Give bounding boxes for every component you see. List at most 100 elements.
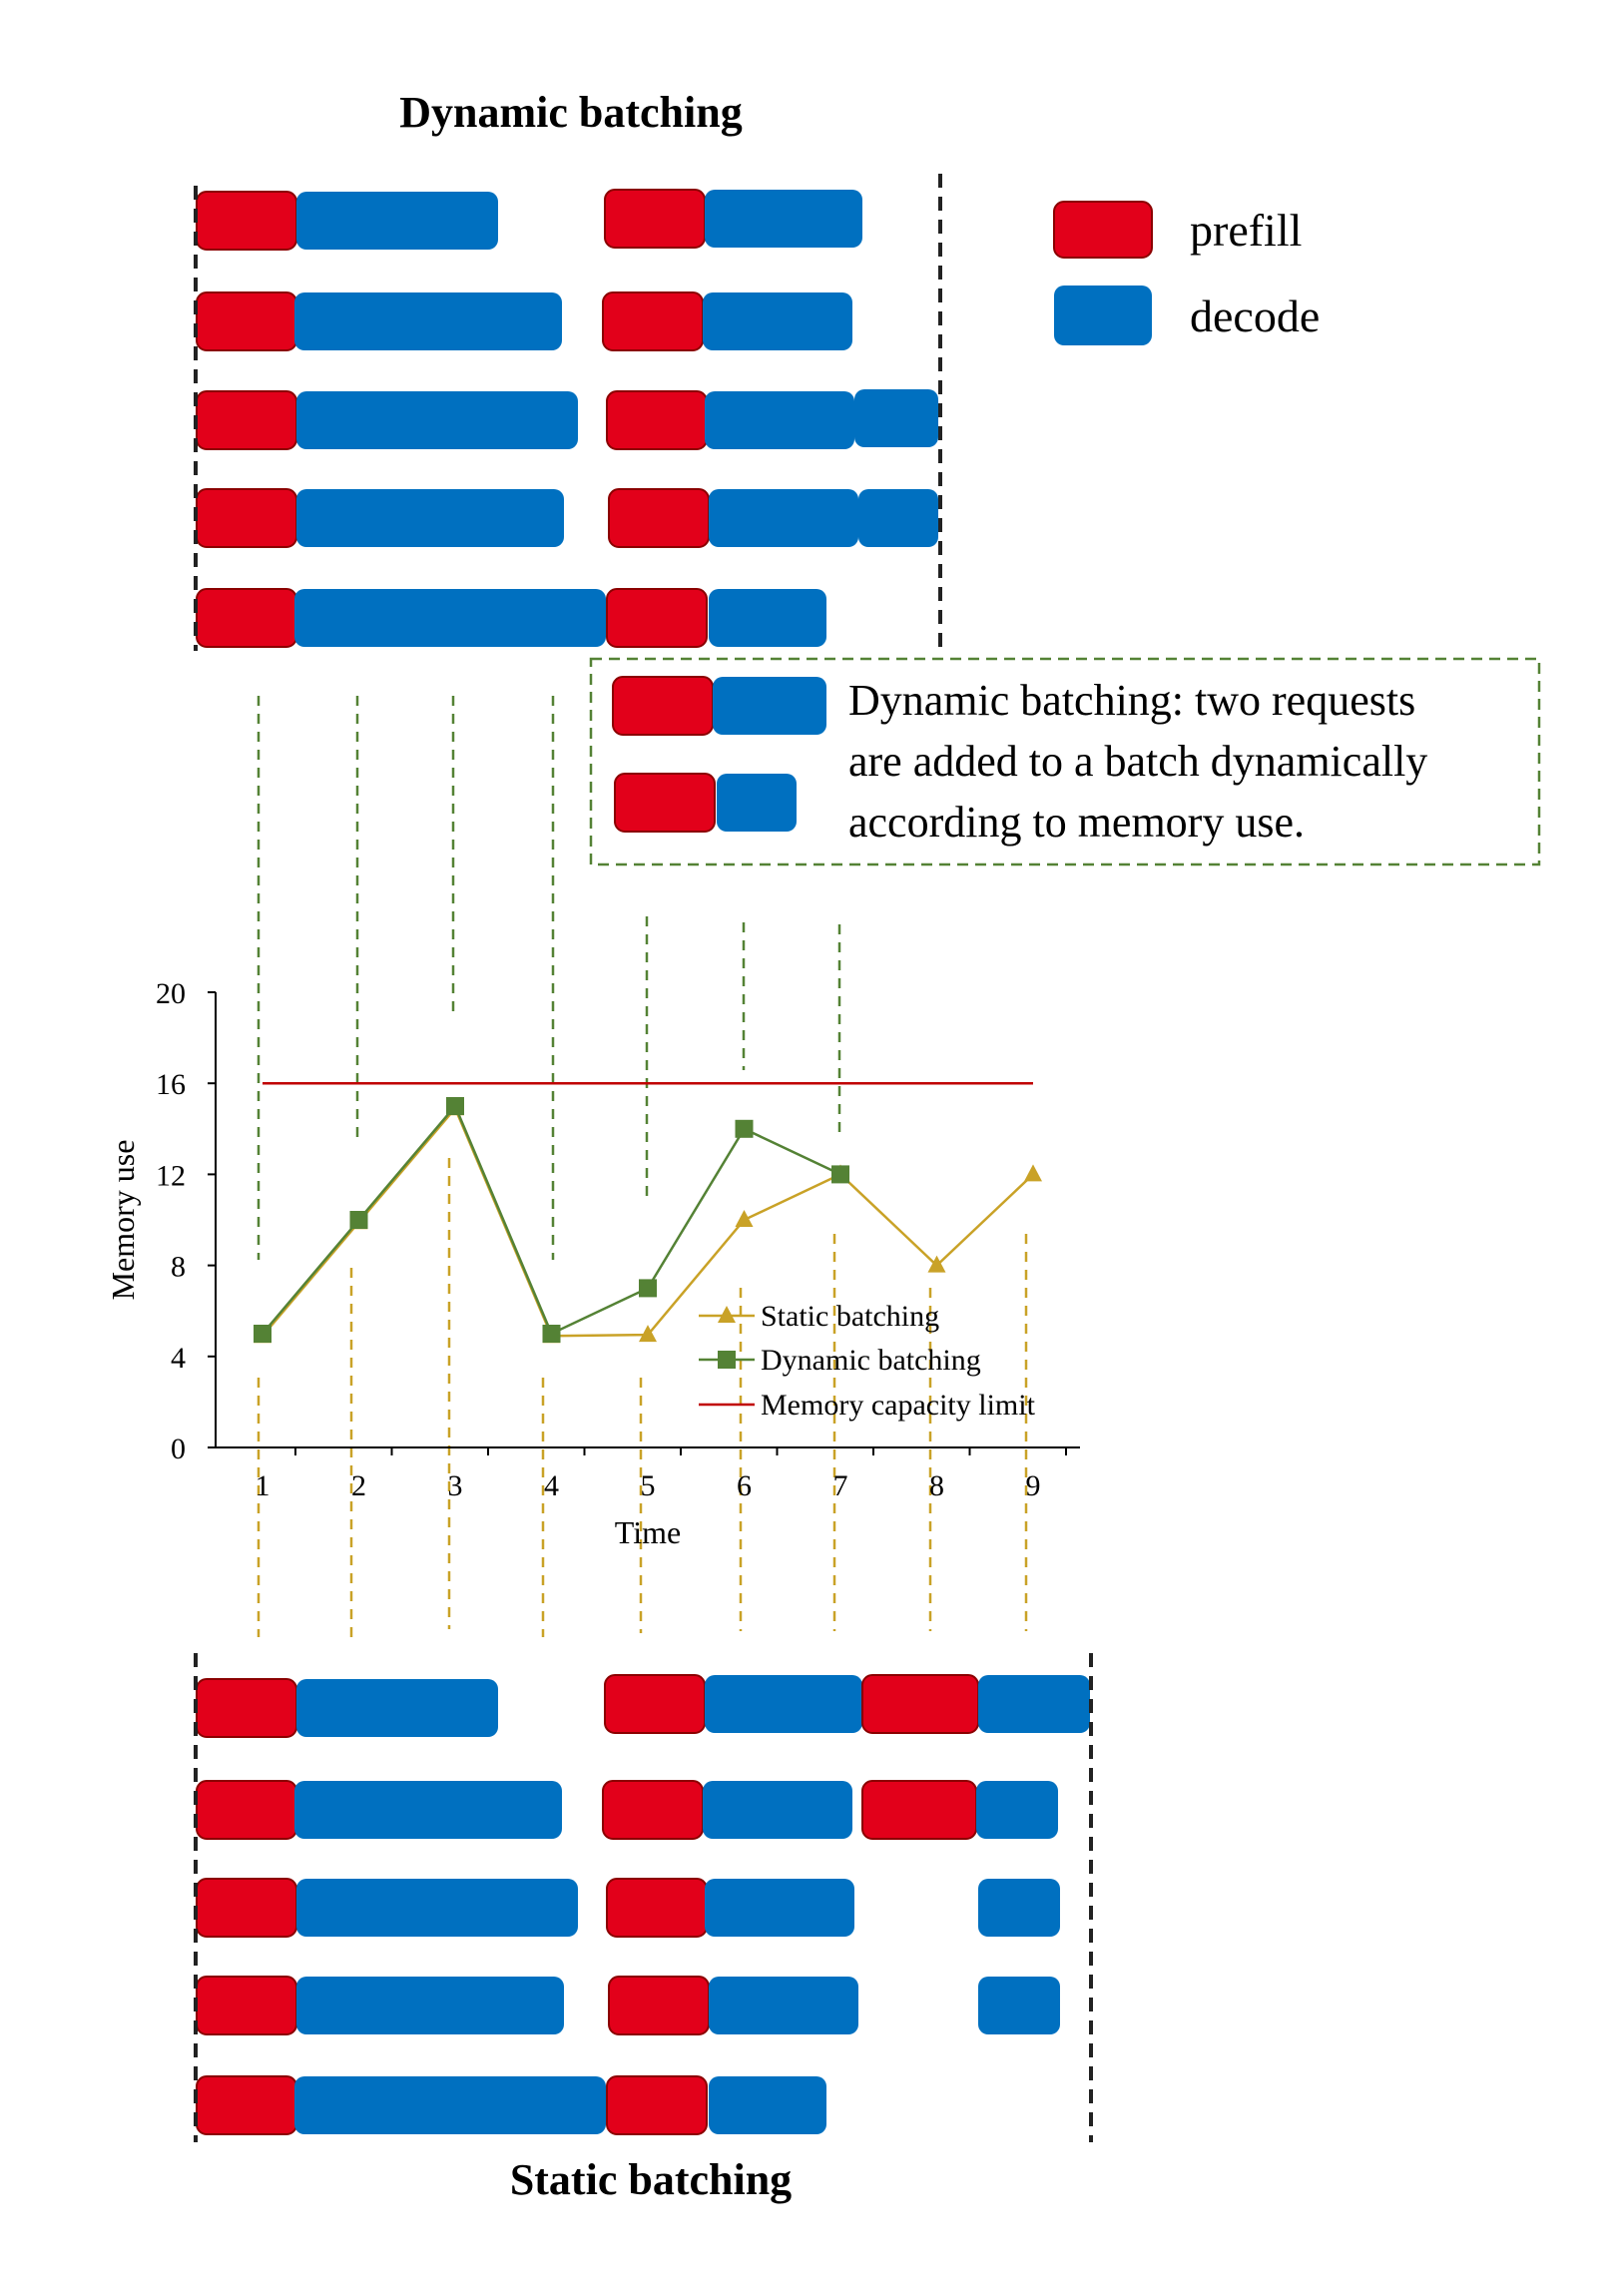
static-prefill-block bbox=[608, 1976, 710, 2035]
static-prefill-block bbox=[196, 1878, 297, 1938]
static-decode-block bbox=[294, 1781, 562, 1839]
dynamic-prefill-block bbox=[196, 588, 297, 648]
static-batching-legend-label: Static batching bbox=[761, 1300, 939, 1333]
dynamic-decode-block bbox=[709, 589, 826, 647]
dynamic-decode-block bbox=[854, 389, 938, 447]
static-decode-block bbox=[709, 2076, 826, 2134]
y-tick-label: 8 bbox=[171, 1251, 186, 1284]
static-batch-requests bbox=[196, 1674, 1090, 2135]
static-decode-block bbox=[294, 2076, 606, 2134]
dynamic-prefill-block bbox=[604, 189, 706, 249]
chart-series bbox=[254, 1081, 1042, 1344]
dynamic-decode-block bbox=[709, 489, 858, 547]
static-prefill-block bbox=[196, 1678, 297, 1738]
dynamic-prefill-block bbox=[606, 390, 708, 450]
prefill-label: prefill bbox=[1190, 205, 1302, 256]
x-tick-label: 9 bbox=[1026, 1469, 1041, 1502]
static-decode-block bbox=[296, 1977, 564, 2034]
decode-label: decode bbox=[1190, 290, 1320, 341]
dynamic-batching-point bbox=[542, 1325, 561, 1343]
static-prefill-block bbox=[196, 1976, 297, 2035]
dynamic-prefill-block bbox=[602, 291, 704, 351]
dynamic-batching-point bbox=[639, 1279, 657, 1298]
dynamic-prefill-block bbox=[196, 291, 297, 351]
y-tick-label: 0 bbox=[171, 1433, 186, 1465]
dynamic-prefill-block bbox=[196, 390, 297, 450]
static-prefill-block bbox=[602, 1780, 704, 1840]
y-tick-label: 12 bbox=[156, 1159, 186, 1192]
x-tick-label: 7 bbox=[833, 1469, 848, 1502]
dynamic-decode-block bbox=[296, 391, 578, 449]
x-axis-label: Time bbox=[615, 1514, 681, 1550]
static-decode-block bbox=[296, 1679, 498, 1737]
dynamic-batching-callout: Dynamic batching: two requests are added… bbox=[589, 657, 1541, 866]
y-tick-label: 20 bbox=[156, 977, 186, 1010]
dynamic-decode-block bbox=[705, 190, 862, 248]
static-batching-point bbox=[1024, 1164, 1042, 1182]
x-tick-label: 4 bbox=[544, 1469, 559, 1502]
dynamic-batching-point bbox=[831, 1165, 849, 1184]
time-guide-lines bbox=[257, 696, 1028, 1637]
dynamic-batching-point bbox=[446, 1097, 464, 1115]
static-decode-block bbox=[705, 1675, 862, 1733]
batch-boundaries bbox=[194, 174, 1093, 2142]
dynamic-prefill-block bbox=[606, 588, 708, 648]
dynamic-batching-point bbox=[254, 1325, 271, 1343]
dynamic-batching-legend-label: Dynamic batching bbox=[761, 1344, 981, 1377]
static-prefill-block bbox=[606, 2075, 708, 2135]
static-decode-block bbox=[705, 1879, 854, 1937]
callout-prefill-2 bbox=[614, 773, 716, 833]
callout-border bbox=[589, 657, 1541, 866]
dynamic-decode-block bbox=[296, 192, 498, 250]
dynamic-prefill-block bbox=[196, 488, 297, 548]
static-prefill-block bbox=[196, 2075, 297, 2135]
memory-capacity-limit-legend-label: Memory capacity limit bbox=[761, 1389, 1036, 1422]
phase-legend: prefill decode bbox=[1053, 201, 1320, 345]
dynamic-batching-point bbox=[735, 1119, 754, 1138]
y-tick-label: 4 bbox=[171, 1342, 186, 1375]
dynamic-decode-block bbox=[294, 292, 562, 350]
static-batching-title: Static batching bbox=[510, 2155, 792, 2204]
static-decode-block bbox=[703, 1781, 852, 1839]
dynamic-decode-block bbox=[296, 489, 564, 547]
static-batching-point bbox=[639, 1325, 657, 1343]
callout-line-2: are added to a batch dynamically bbox=[848, 737, 1427, 786]
x-tick-label: 6 bbox=[737, 1469, 752, 1502]
callout-decode-2 bbox=[717, 774, 797, 832]
callout-line-1: Dynamic batching: two requests bbox=[848, 676, 1415, 725]
static-decode-block bbox=[978, 1675, 1090, 1733]
dynamic-decode-block bbox=[705, 391, 854, 449]
static-prefill-block bbox=[861, 1780, 977, 1840]
dynamic-prefill-block bbox=[196, 191, 297, 251]
x-tick-label: 1 bbox=[256, 1469, 271, 1502]
x-tick-label: 5 bbox=[641, 1469, 656, 1502]
static-decode-block bbox=[976, 1781, 1058, 1839]
callout-line-3: according to memory use. bbox=[848, 798, 1305, 847]
static-decode-block bbox=[978, 1879, 1060, 1937]
dynamic-decode-block bbox=[858, 489, 938, 547]
static-prefill-block bbox=[196, 1780, 297, 1840]
callout-prefill-1 bbox=[612, 676, 714, 736]
y-axis-label: Memory use bbox=[105, 1140, 141, 1301]
decode-swatch bbox=[1054, 286, 1152, 345]
dynamic-batching-line bbox=[262, 1103, 841, 1336]
dynamic-decode-block bbox=[294, 589, 606, 647]
static-decode-block bbox=[978, 1977, 1060, 2034]
dynamic-prefill-block bbox=[608, 488, 710, 548]
static-prefill-block bbox=[606, 1878, 708, 1938]
dynamic-batching-title: Dynamic batching bbox=[399, 88, 742, 137]
static-batching-point bbox=[735, 1210, 754, 1227]
prefill-swatch bbox=[1053, 201, 1153, 259]
x-tick-label: 2 bbox=[351, 1469, 366, 1502]
static-decode-block bbox=[296, 1879, 578, 1937]
static-batching-point bbox=[927, 1255, 946, 1273]
static-prefill-block bbox=[604, 1674, 706, 1734]
dynamic-batching-point bbox=[349, 1211, 368, 1229]
x-tick-label: 8 bbox=[929, 1469, 944, 1502]
static-batching-legend-marker bbox=[718, 1306, 736, 1323]
